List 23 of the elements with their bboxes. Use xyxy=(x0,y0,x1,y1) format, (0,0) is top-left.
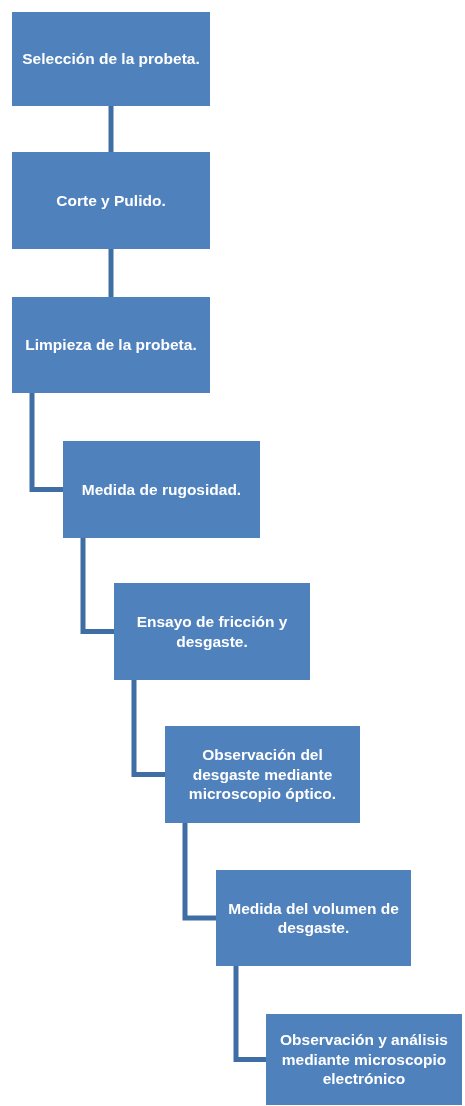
process-box xyxy=(114,583,310,680)
process-box xyxy=(266,1014,462,1105)
process-box xyxy=(12,152,210,249)
step-label: Selección de la probeta. xyxy=(22,49,200,69)
process-box xyxy=(63,441,260,538)
connector-line xyxy=(80,538,114,634)
process-box xyxy=(12,12,210,106)
step-label: Corte y Pulido. xyxy=(56,190,166,211)
step-label: Ensayo de fricción y desgaste. xyxy=(135,612,289,651)
step-label: Observación del desgaste mediante microscopio óptico. xyxy=(187,745,338,804)
step-label: Medida del volumen de desgaste. xyxy=(227,898,400,938)
connector-line xyxy=(233,966,266,1062)
connector-line xyxy=(131,680,165,777)
connector-line xyxy=(108,249,114,297)
step-label: Limpieza de la probeta. xyxy=(25,335,197,355)
connector-line xyxy=(182,823,216,921)
step-label: Medida de rugosidad. xyxy=(81,479,242,500)
connector-line xyxy=(108,106,114,152)
process-box xyxy=(12,297,210,393)
process-box xyxy=(165,726,360,823)
process-box xyxy=(216,870,411,966)
connector-line xyxy=(29,393,63,492)
step-label: Observación y análisis mediante microscopio electrónico xyxy=(279,1030,449,1089)
